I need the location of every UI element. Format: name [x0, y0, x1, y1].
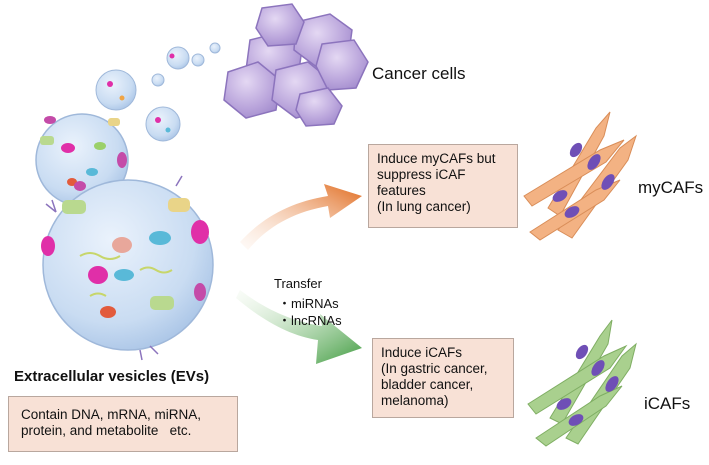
icaf-effect-line: melanoma) [381, 393, 449, 408]
icaf-cells [527, 319, 637, 447]
icaf-effect-line: Induce iCAFs [381, 345, 463, 360]
evs-contents-line: protein, and metabolite etc. [21, 423, 192, 438]
cancer-cells-cluster [223, 3, 369, 127]
cancer-cells-label: Cancer cells [372, 64, 466, 83]
icaf-effect-line: bladder cancer, [381, 377, 474, 392]
mycaf-cells [523, 111, 637, 241]
mycaf-effect-line: Induce myCAFs but [377, 151, 496, 166]
large-ev [41, 175, 214, 361]
mycaf-effect-line: (In lung cancer) [377, 199, 471, 214]
transfer-item: ・lncRNAs [278, 313, 342, 328]
evs-title: Extracellular vesicles (EVs) [14, 368, 210, 385]
mycafs-label: myCAFs [638, 178, 704, 197]
arrow-to-mycafs [240, 184, 362, 250]
icafs-label: iCAFs [644, 394, 691, 413]
transfer-item: ・miRNAs [278, 296, 339, 311]
mycaf-effect-line: features [377, 183, 426, 198]
icaf-effect-box: Induce iCAFs (In gastric cancer, bladder… [372, 338, 514, 418]
mycaf-effect-box: Induce myCAFs but suppress iCAF features… [368, 144, 518, 228]
medium-ev [35, 113, 129, 207]
evs-contents-line: Contain DNA, mRNA, miRNA, [21, 407, 202, 422]
transfer-title: Transfer [274, 276, 322, 291]
arrow-to-icafs [236, 290, 362, 364]
evs-contents-box: Contain DNA, mRNA, miRNA, protein, and m… [8, 396, 238, 452]
icaf-effect-line: (In gastric cancer, [381, 361, 488, 376]
mycaf-effect-line: suppress iCAF [377, 167, 466, 182]
small-evs [95, 42, 221, 142]
